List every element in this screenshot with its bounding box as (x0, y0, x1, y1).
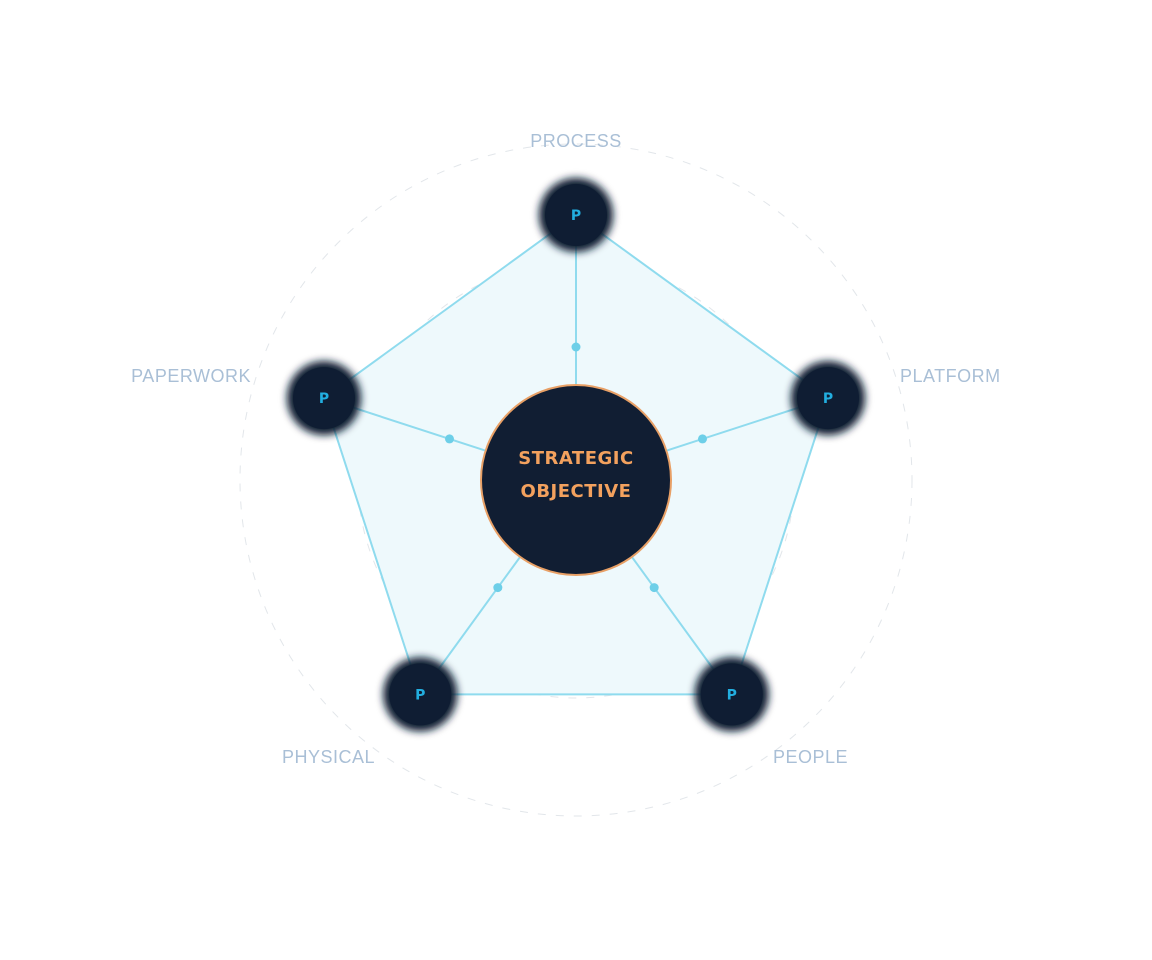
node-circle-people (700, 663, 763, 726)
spoke-dot-platform (697, 434, 707, 444)
node-paperwork[interactable]: P (286, 361, 361, 436)
node-people[interactable]: P (694, 657, 769, 732)
node-circle-physical (389, 663, 452, 726)
center-objective[interactable] (480, 384, 672, 576)
node-circle-process (545, 184, 607, 246)
spoke-dot-process (571, 342, 581, 352)
node-letter-process: P (571, 208, 581, 224)
nodes: P P P P P (286, 178, 866, 732)
node-letter-platform: P (823, 391, 833, 407)
label-platform: PLATFORM (900, 366, 1001, 386)
node-letter-physical: P (415, 687, 425, 703)
node-letter-people: P (727, 687, 737, 703)
node-process[interactable]: P (539, 178, 613, 252)
node-physical[interactable]: P (383, 657, 458, 732)
spoke-dot-physical (493, 583, 503, 593)
node-letter-paperwork: P (319, 391, 329, 407)
label-paperwork: PAPERWORK (131, 366, 251, 386)
node-circle-paperwork (292, 367, 355, 430)
label-people: PEOPLE (773, 747, 848, 767)
label-physical: PHYSICAL (282, 747, 375, 767)
spoke-dots (445, 342, 707, 593)
center-text-line1: STRATEGIC (518, 448, 633, 469)
node-platform[interactable]: P (791, 361, 866, 436)
outer-dashed-ring (239, 143, 913, 817)
label-process: PROCESS (530, 131, 622, 151)
center-text-line2: OBJECTIVE (521, 481, 632, 502)
axis-labels: PROCESS PLATFORM PEOPLE PHYSICAL PAPERWORK (131, 131, 1001, 767)
spoke-dot-paperwork (445, 434, 455, 444)
node-circle-platform (797, 367, 860, 430)
spoke-dot-people (649, 583, 659, 593)
